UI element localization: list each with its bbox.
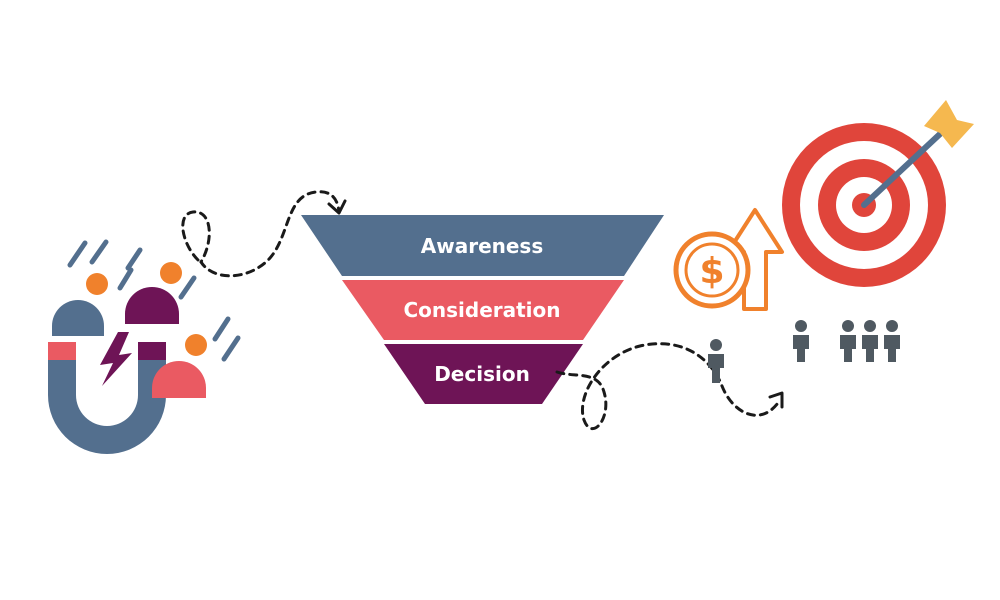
funnel-label-consideration: Consideration (403, 298, 560, 322)
funnel-stage-consideration (342, 280, 624, 340)
magnet-icon (48, 355, 166, 454)
arrow-shaft (861, 131, 943, 208)
motion-lines (67, 239, 241, 362)
attracted-person-icon (152, 334, 207, 398)
flow-arrow-to-funnel (181, 190, 347, 278)
person-icon (793, 320, 809, 362)
attracted-person-icon (52, 273, 108, 336)
coin-inner (684, 242, 740, 298)
magnet-attracting-people-icon (48, 239, 241, 454)
attracted-person-icon (125, 262, 182, 324)
dollar-coin-with-up-arrow-icon: $ (673, 208, 784, 311)
customer-group (793, 320, 900, 362)
person-icon (840, 320, 856, 362)
funnel-stage-awareness (301, 215, 664, 276)
magnet-tip-left (48, 342, 76, 360)
arrow-fletching (924, 100, 974, 148)
person-icon (884, 320, 900, 362)
person-icon (862, 320, 878, 362)
funnel-label-decision: Decision (434, 362, 530, 386)
sales-funnel: Awareness Consideration Decision (301, 215, 664, 404)
magnet-tip-right (138, 342, 166, 360)
dollar-sign-icon: $ (699, 251, 724, 292)
lightning-icon (100, 332, 132, 386)
bullseye-with-arrow-icon (782, 100, 974, 287)
person-icon (708, 339, 724, 383)
funnel-label-awareness: Awareness (421, 234, 544, 258)
flow-arrow-to-customers (555, 342, 784, 431)
funnel-stage-decision (384, 344, 583, 404)
